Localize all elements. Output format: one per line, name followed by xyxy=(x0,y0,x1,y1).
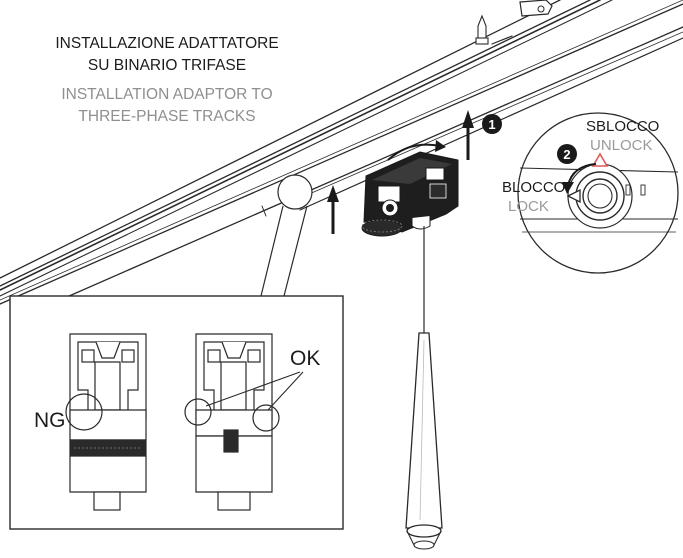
step-2-badge: 2 xyxy=(557,144,577,164)
detail-magnifier xyxy=(260,174,313,297)
title-italian-line2: SU BINARIO TRIFASE xyxy=(88,57,246,74)
title-english-line1: INSTALLATION ADAPTOR TO xyxy=(61,86,272,103)
up-arrow-left xyxy=(327,185,339,234)
step-1-number: 1 xyxy=(488,117,495,132)
lock-label-english: LOCK xyxy=(508,198,549,215)
up-arrow-right xyxy=(462,110,474,160)
inset-wrong-adaptor xyxy=(65,333,147,511)
track-rail xyxy=(0,0,683,305)
inset-correct-adaptor xyxy=(184,333,304,511)
track-adaptor xyxy=(361,140,459,237)
step-1-badge: 1 xyxy=(482,114,502,134)
unlock-label-english: UNLOCK xyxy=(590,137,653,154)
title-english-line2: THREE-PHASE TRACKS xyxy=(78,108,255,125)
pendant-lamp xyxy=(405,226,443,550)
lock-label-italian: BLOCCO xyxy=(502,179,565,196)
unlock-label-italian: SBLOCCO xyxy=(586,118,659,135)
step-2-number: 2 xyxy=(563,147,570,162)
title-block: INSTALLAZIONE ADATTATORE SU BINARIO TRIF… xyxy=(55,35,278,125)
correct-label: OK xyxy=(290,347,320,370)
title-italian-line1: INSTALLAZIONE ADATTATORE xyxy=(55,35,278,52)
wrong-label: NG xyxy=(34,409,66,432)
